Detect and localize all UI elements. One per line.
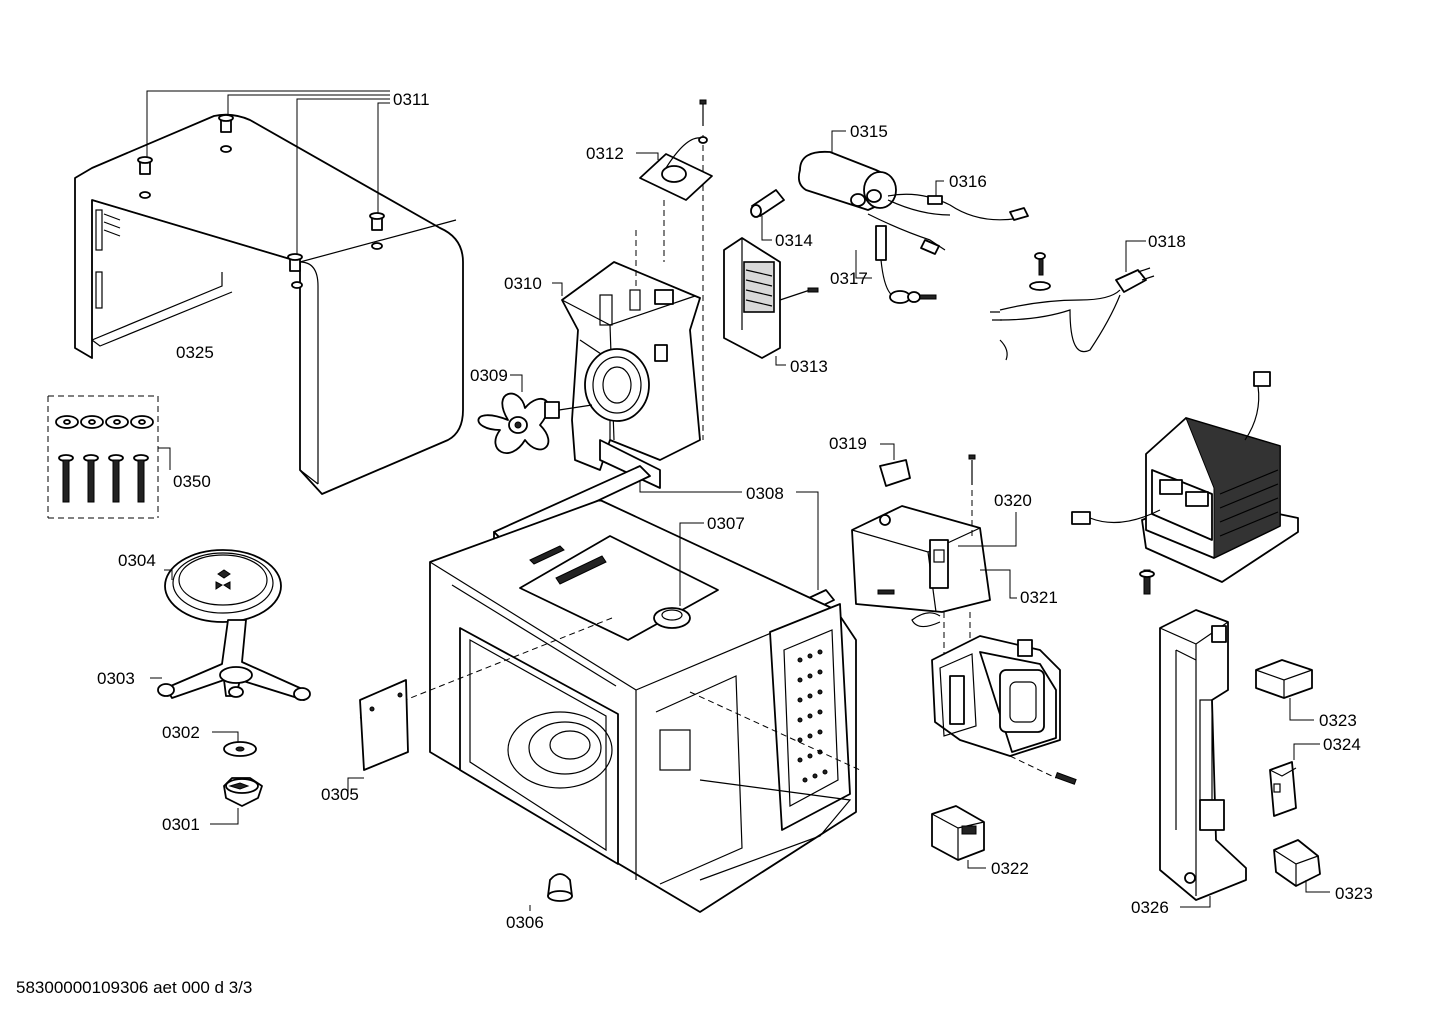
- label-0318: 0318: [1148, 232, 1186, 251]
- part-0302-coupler: [212, 731, 257, 757]
- part-magnetron: [931, 635, 1077, 785]
- part-0303-roller-ring: [150, 619, 311, 701]
- part-0322-relay: [931, 805, 986, 869]
- label-0305: 0305: [321, 785, 359, 804]
- part-0314-fuse: [750, 189, 785, 241]
- part-0326-switch-holder: [1159, 609, 1247, 908]
- part-0323-switch-bottom: [1273, 839, 1330, 893]
- label-0310: 0310: [504, 274, 542, 293]
- label-0325: 0325: [176, 343, 214, 362]
- part-0325-cabinet-cover: [74, 113, 464, 495]
- part-0306-foot: [529, 873, 573, 911]
- part-0305-mica-cover: [347, 679, 409, 795]
- label-0324: 0324: [1323, 735, 1361, 754]
- part-0317-hv-diode: [855, 213, 946, 304]
- label-0312: 0312: [586, 144, 624, 163]
- part-0316-wire-harness: [887, 180, 1029, 221]
- label-0313: 0313: [790, 357, 828, 376]
- label-0319: 0319: [829, 434, 867, 453]
- label-0301: 0301: [162, 815, 200, 834]
- label-0315: 0315: [850, 122, 888, 141]
- rivet-icon: [137, 114, 385, 289]
- part-0310-fan-bracket: [552, 135, 704, 489]
- part-cavity-body: [359, 499, 861, 913]
- screw-icon: [58, 454, 149, 503]
- label-0320: 0320: [994, 491, 1032, 510]
- label-0323-top: 0323: [1319, 711, 1357, 730]
- part-0320-0321-bracket: [851, 454, 1017, 660]
- label-0304: 0304: [118, 551, 156, 570]
- label-0311: 0311: [393, 90, 430, 109]
- leader-0311: [146, 90, 390, 254]
- label-0303: 0303: [97, 669, 135, 688]
- label-0308: 0308: [746, 484, 784, 503]
- part-0315-hv-capacitor: [797, 130, 897, 211]
- label-0302: 0302: [162, 723, 200, 742]
- part-0319-sleeve: [879, 443, 911, 487]
- part-0323-switch-top: [1255, 659, 1314, 721]
- label-0307: 0307: [707, 514, 745, 533]
- part-0309-fan-blade: [477, 374, 593, 454]
- part-0350-screw-kit: [47, 395, 171, 519]
- part-0324-switch: [1269, 743, 1320, 817]
- label-0322: 0322: [991, 859, 1029, 878]
- vent-holes: [797, 649, 828, 783]
- part-0318-power-cord: [990, 240, 1155, 361]
- document-footer-code: 58300000109306 aet 000 d 3/3: [16, 978, 253, 997]
- label-0350: 0350: [173, 472, 211, 491]
- label-0317: 0317: [830, 269, 868, 288]
- label-0314: 0314: [775, 231, 813, 250]
- part-0313-filter-box: [723, 237, 819, 366]
- label-0316: 0316: [949, 172, 987, 191]
- part-0304-turntable-plate: [164, 549, 282, 623]
- label-0323-bottom: 0323: [1335, 884, 1373, 903]
- label-0306: 0306: [506, 913, 544, 932]
- label-0321: 0321: [1020, 588, 1058, 607]
- label-0326: 0326: [1131, 898, 1169, 917]
- part-0301-turntable-motor: [210, 777, 263, 825]
- label-0309: 0309: [470, 366, 508, 385]
- part-hv-transformer: [1071, 371, 1299, 595]
- part-0312-thermal-cutout: [636, 99, 713, 262]
